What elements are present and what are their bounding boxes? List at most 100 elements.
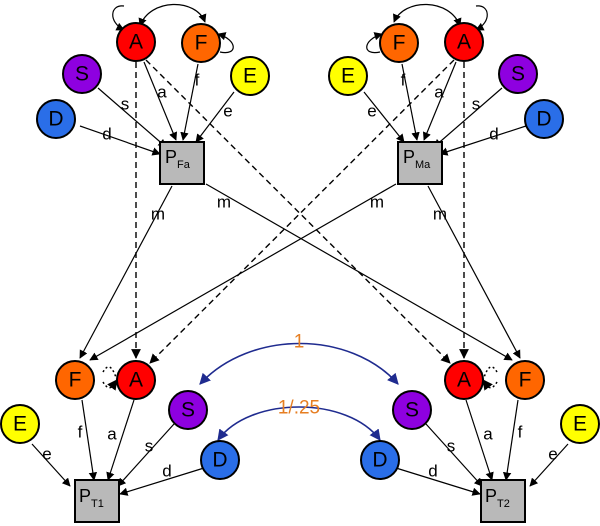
- mother-s-coef: s: [472, 95, 481, 114]
- father-a-path: [143, 61, 178, 141]
- twin2-af-covariance: [483, 366, 498, 388]
- twin2-d-path: [395, 467, 481, 496]
- father-d-coef: d: [102, 125, 111, 144]
- mother-e-node: [328, 56, 368, 96]
- father-a-variance-loop: [112, 5, 125, 31]
- father-phenotype-box: [159, 141, 205, 185]
- twin2-d-node: [360, 440, 400, 480]
- mother-group: F A E S D a f s e d PMa: [328, 3, 564, 185]
- mother-a-label: A: [457, 31, 471, 54]
- twin2-d-label: D: [372, 449, 387, 472]
- mother-a-variance-loop: [475, 5, 488, 31]
- twin2-phenotype-box: [480, 479, 526, 523]
- a-correlation-arrow: [199, 342, 399, 385]
- father-s-node: [62, 54, 102, 94]
- mother-s-label: S: [511, 63, 525, 86]
- twin2-f-path: [502, 399, 519, 481]
- mother-d-coef: d: [489, 125, 498, 144]
- mother-a-node: [444, 22, 484, 62]
- father-m-coef-twin1: m: [151, 205, 165, 224]
- father-group: A F S E D a f s e d PFa: [36, 3, 270, 185]
- twin2-f-coef: f: [518, 423, 523, 442]
- twin2-s-coef: s: [447, 437, 456, 456]
- twin1-f-node: [55, 360, 95, 400]
- mother-a-to-twin1-a: [149, 59, 455, 364]
- twin2-s-path: [425, 423, 483, 487]
- father-af-covariance: [138, 3, 207, 27]
- father-f-variance-loop: [217, 32, 234, 54]
- mother-e-label: E: [341, 65, 355, 88]
- twin2-f-node: [505, 360, 545, 400]
- mother-a-path: [422, 61, 457, 141]
- father-d-path: [79, 125, 161, 156]
- twin2-s-label: S: [405, 399, 419, 422]
- father-s-path: [97, 87, 167, 148]
- twin1-a-node: [116, 360, 156, 400]
- father-e-label: E: [243, 65, 257, 88]
- twin2-e-node: [560, 404, 600, 444]
- mother-e-path: [363, 91, 405, 143]
- father-f-path: [180, 63, 199, 141]
- father-d-node: [36, 99, 76, 139]
- mother-d-node: [524, 99, 564, 139]
- father-s-coef: s: [121, 95, 130, 114]
- twin1-e-node: [0, 404, 40, 444]
- twin-correlations: 1 1/.25: [199, 332, 399, 441]
- father-d-label: D: [48, 108, 63, 131]
- twin2-group: A F S E D a f s e d PT2: [360, 360, 600, 523]
- father-phenotype-label: PFa: [165, 147, 191, 171]
- twin2-d-coef: d: [428, 462, 437, 481]
- father-e-node: [230, 56, 270, 96]
- twin1-e-path: [31, 443, 71, 487]
- mother-s-path: [433, 87, 503, 148]
- transmission-paths: m m m m: [79, 59, 521, 364]
- mother-f-variance-loop: [366, 32, 383, 54]
- mother-m-coef-twin2: m: [433, 205, 447, 224]
- twin2-e-path: [529, 443, 569, 487]
- twin1-d-node: [200, 440, 240, 480]
- father-p-to-twin2-f: [205, 183, 513, 361]
- twin1-d-path: [119, 467, 205, 496]
- twin1-group: F A E S D f a e s d PT1: [0, 360, 240, 523]
- twin2-f-label: F: [519, 369, 532, 392]
- twin2-e-label: E: [573, 413, 587, 436]
- twin1-s-label: S: [181, 399, 195, 422]
- mother-f-coef: f: [401, 71, 406, 90]
- father-a-label: A: [129, 31, 143, 54]
- mother-f-path: [401, 63, 420, 141]
- father-f-node: [181, 23, 221, 63]
- twin1-f-coef: f: [78, 423, 83, 442]
- mother-f-label: F: [393, 32, 406, 55]
- twin1-d-coef: d: [162, 462, 171, 481]
- mother-p-to-twin2-f: [427, 185, 521, 359]
- a-correlation-label: 1: [294, 332, 305, 353]
- father-a-coef: a: [157, 83, 167, 102]
- mother-m-coef-twin1: m: [370, 193, 384, 212]
- mother-af-covariance: [393, 3, 462, 27]
- twin2-a-label: A: [457, 369, 471, 392]
- father-f-coef: f: [195, 71, 200, 90]
- mother-p-to-twin1-f: [89, 183, 397, 361]
- father-e-path: [195, 91, 235, 143]
- d-correlation-label: 1/.25: [278, 398, 320, 419]
- father-f-label: F: [195, 32, 208, 55]
- twin1-s-coef: s: [145, 437, 154, 456]
- twin2-a-path: [465, 399, 494, 481]
- mother-f-node: [379, 23, 419, 63]
- twin1-f-path: [81, 399, 98, 481]
- twin1-a-path: [106, 399, 135, 481]
- d-correlation-arrow: [217, 406, 381, 441]
- twin1-d-label: D: [212, 449, 227, 472]
- father-a-node: [116, 22, 156, 62]
- twin1-af-covariance: [102, 366, 117, 388]
- father-m-coef-twin2: m: [217, 193, 231, 212]
- mother-e-coef: e: [367, 102, 376, 121]
- twin2-phenotype-label: PT2: [485, 486, 510, 510]
- twin1-s-node: [168, 390, 208, 430]
- twin2-a-node: [444, 360, 484, 400]
- father-e-coef: e: [223, 102, 232, 121]
- mother-d-path: [439, 125, 527, 156]
- twin1-a-label: A: [129, 369, 143, 392]
- mother-phenotype-box: [397, 141, 443, 185]
